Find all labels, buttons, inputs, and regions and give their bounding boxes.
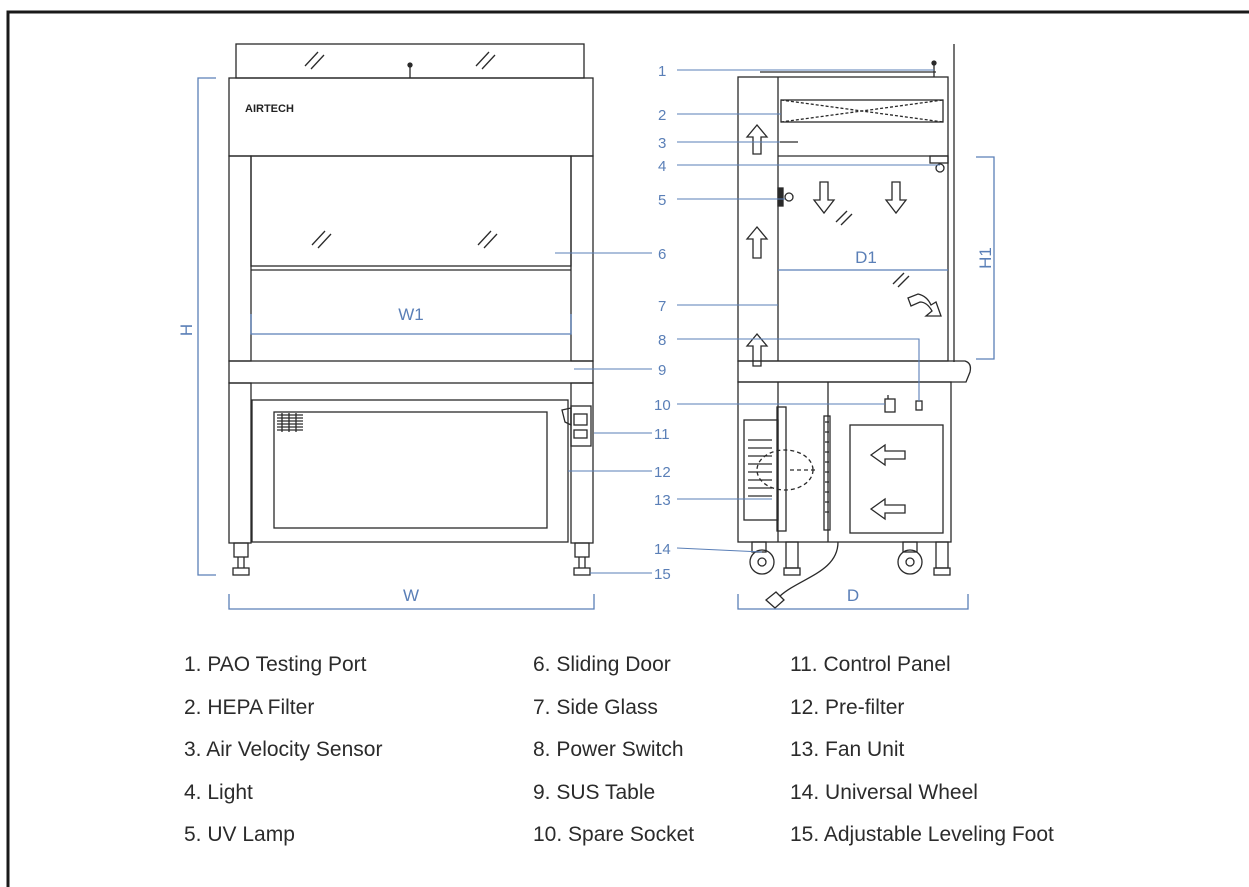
dim-label-W1: W1	[398, 305, 424, 324]
dim-label-H1: H1	[976, 247, 995, 269]
callout-9: 9	[658, 362, 666, 379]
light	[929, 155, 949, 164]
callout-5: 5	[658, 192, 666, 209]
power-cord	[779, 541, 839, 597]
exhaust-panel	[849, 424, 944, 534]
control-panel-front	[561, 405, 592, 447]
brand-logo: AIRTECH	[245, 103, 294, 115]
arrow-up-3	[745, 332, 769, 367]
legend-item: 6. Sliding Door	[533, 653, 671, 676]
legend-column-2: 6. Sliding Door 7. Side Glass 8. Power S…	[533, 651, 694, 864]
side-body	[737, 76, 949, 362]
callout-2: 2	[658, 107, 666, 124]
legend-item: 15. Adjustable Leveling Foot	[790, 823, 1054, 846]
dim-label-D: D	[847, 586, 859, 605]
power-switch	[915, 400, 923, 411]
arrow-down-2	[884, 181, 908, 215]
callout-numbers: 1 2 3 4 5 6 7 8 9 10 11 12 13 14 15	[654, 63, 671, 583]
callout-12: 12	[654, 464, 671, 481]
dim-label-H: H	[177, 324, 196, 336]
front-header-panel	[228, 77, 594, 157]
callout-8: 8	[658, 332, 666, 349]
arrow-down-1	[812, 181, 836, 215]
front-right-foot	[573, 542, 591, 576]
side-view	[737, 44, 972, 609]
callout-10: 10	[654, 397, 671, 414]
spare-socket	[884, 398, 896, 413]
callout-13: 13	[654, 492, 671, 509]
side-wheel-right	[897, 541, 923, 575]
callout-14: 14	[654, 541, 671, 558]
legend-item: 1. PAO Testing Port	[184, 653, 367, 676]
arrow-left-2	[869, 497, 906, 521]
front-left-leg	[228, 382, 252, 544]
front-left-foot	[232, 542, 250, 576]
arrow-up-1	[745, 123, 769, 155]
side-dimensions	[737, 156, 995, 610]
callout-6: 6	[658, 246, 666, 263]
callout-1: 1	[658, 63, 666, 80]
dim-line-W1	[250, 314, 572, 335]
hepa-filter	[780, 99, 944, 123]
sus-table-side	[737, 360, 972, 383]
front-right-column	[570, 155, 594, 362]
arrow-outflow	[907, 293, 942, 317]
legend-item: 9. SUS Table	[533, 780, 656, 804]
sliding-door-front	[250, 155, 572, 267]
side-universal-wheel	[749, 541, 775, 575]
callout-leaders	[555, 69, 940, 574]
dim-line-H	[197, 77, 216, 576]
legend-item: 7. Side Glass	[533, 695, 658, 719]
legend-item: 10. Spare Socket	[533, 823, 695, 846]
front-right-leg	[570, 382, 594, 544]
front-view: AIRTECH	[228, 43, 594, 576]
callout-11: 11	[654, 426, 670, 443]
dim-line-D	[737, 594, 969, 610]
front-left-column	[228, 155, 252, 362]
legend-item: 2. HEPA Filter	[184, 695, 315, 719]
dim-line-H1	[976, 156, 995, 360]
side-base	[737, 381, 952, 543]
legend-item: 8. Power Switch	[533, 738, 684, 761]
legend-item: 11. Control Panel	[790, 653, 951, 676]
legend-item: 14. Universal Wheel	[790, 780, 978, 804]
callout-3: 3	[658, 135, 666, 152]
fan-unit	[743, 406, 831, 532]
legend-item: 3. Air Velocity Sensor	[184, 738, 383, 761]
dim-line-W	[228, 594, 595, 610]
uv-lamp	[777, 187, 784, 207]
legend-column-3: 11. Control Panel 12. Pre-filter 13. Fan…	[790, 651, 1054, 864]
sus-table-front	[228, 360, 594, 384]
arrow-up-2	[745, 225, 769, 259]
vent-grille	[277, 413, 303, 432]
dim-label-W: W	[403, 586, 419, 605]
callout-15: 15	[654, 566, 671, 583]
callout-4: 4	[658, 158, 666, 175]
legend-item: 5. UV Lamp	[184, 823, 295, 846]
callout-7: 7	[658, 298, 666, 315]
legend-column-1: 1. PAO Testing Port 2. HEPA Filter 3. Ai…	[184, 651, 382, 864]
legend-item: 4. Light	[184, 780, 253, 804]
legend-item: 12. Pre-filter	[790, 695, 905, 719]
arrow-left-1	[869, 443, 906, 467]
airflow-arrows	[745, 123, 942, 521]
dim-label-D1: D1	[855, 248, 877, 267]
dimension-labels: H W1 W D1 H1 D	[177, 247, 995, 605]
side-foot-left	[783, 541, 801, 576]
legend-item: 13. Fan Unit	[790, 738, 905, 761]
side-foot-right	[933, 541, 951, 576]
front-dimensions	[197, 77, 595, 610]
